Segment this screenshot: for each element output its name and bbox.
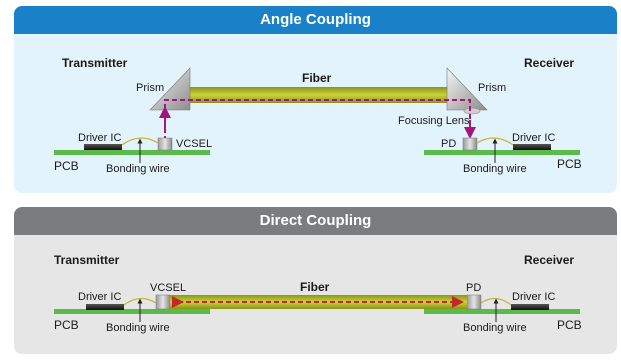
angle-prism-right-label: Prism xyxy=(478,82,507,94)
angle-driver-ic-right-label: Driver IC xyxy=(512,132,556,144)
angle-bonding-wire-right xyxy=(476,137,514,146)
direct-coupling-title: Direct Coupling xyxy=(14,207,617,235)
direct-driver-ic-right xyxy=(511,304,549,310)
angle-pcb-right xyxy=(424,150,580,155)
direct-bonding-right-label: Bonding wire xyxy=(463,322,527,334)
direct-bonding-left-label: Bonding wire xyxy=(106,322,170,334)
direct-pd-chip xyxy=(466,294,482,310)
angle-fiber-label: Fiber xyxy=(302,71,332,85)
angle-vcsel-label: VCSEL xyxy=(176,138,213,150)
angle-pcb-left xyxy=(54,150,210,155)
direct-vcsel-label: VCSEL xyxy=(150,282,187,294)
direct-transmitter-label: Transmitter xyxy=(54,253,120,267)
direct-fiber-label: Fiber xyxy=(300,280,330,294)
direct-pcb-right-label: PCB xyxy=(557,318,582,332)
angle-coupling-panel: Angle Coupling xyxy=(14,6,617,193)
angle-coupling-title: Angle Coupling xyxy=(14,6,617,34)
direct-vcsel-chip xyxy=(155,294,171,310)
angle-transmitter-label: Transmitter xyxy=(62,56,128,70)
angle-receiver-label: Receiver xyxy=(524,56,575,70)
direct-coupling-panel: Direct Coupling xyxy=(14,207,617,354)
angle-bonding-right-label: Bonding wire xyxy=(463,163,527,175)
angle-coupling-body xyxy=(14,34,617,193)
angle-bonding-wire-left xyxy=(121,137,159,146)
direct-driver-ic-left xyxy=(86,304,124,310)
angle-focusing-lens-label: Focusing Lens xyxy=(398,115,470,127)
direct-pcb-right xyxy=(424,309,580,314)
angle-pd-label: PD xyxy=(441,138,457,150)
angle-driver-ic-right xyxy=(513,144,551,150)
angle-pcb-right-label: PCB xyxy=(557,157,582,171)
angle-driver-ic-left xyxy=(84,144,122,150)
angle-driver-ic-left-label: Driver IC xyxy=(78,132,122,144)
direct-driver-ic-left-label: Driver IC xyxy=(78,291,122,303)
direct-pcb-left-label: PCB xyxy=(54,318,79,332)
direct-driver-ic-right-label: Driver IC xyxy=(512,291,556,303)
angle-pcb-left-label: PCB xyxy=(54,159,79,173)
angle-vcsel-chip xyxy=(157,137,173,151)
direct-coupling-body xyxy=(14,235,617,354)
angle-prism-left-label: Prism xyxy=(136,82,165,94)
angle-bonding-left-label: Bonding wire xyxy=(106,163,170,175)
angle-pd-chip xyxy=(462,137,478,151)
direct-receiver-label: Receiver xyxy=(524,253,575,267)
direct-pd-label: PD xyxy=(466,282,482,294)
direct-pcb-left xyxy=(54,309,210,314)
angle-focusing-lens xyxy=(463,107,481,115)
